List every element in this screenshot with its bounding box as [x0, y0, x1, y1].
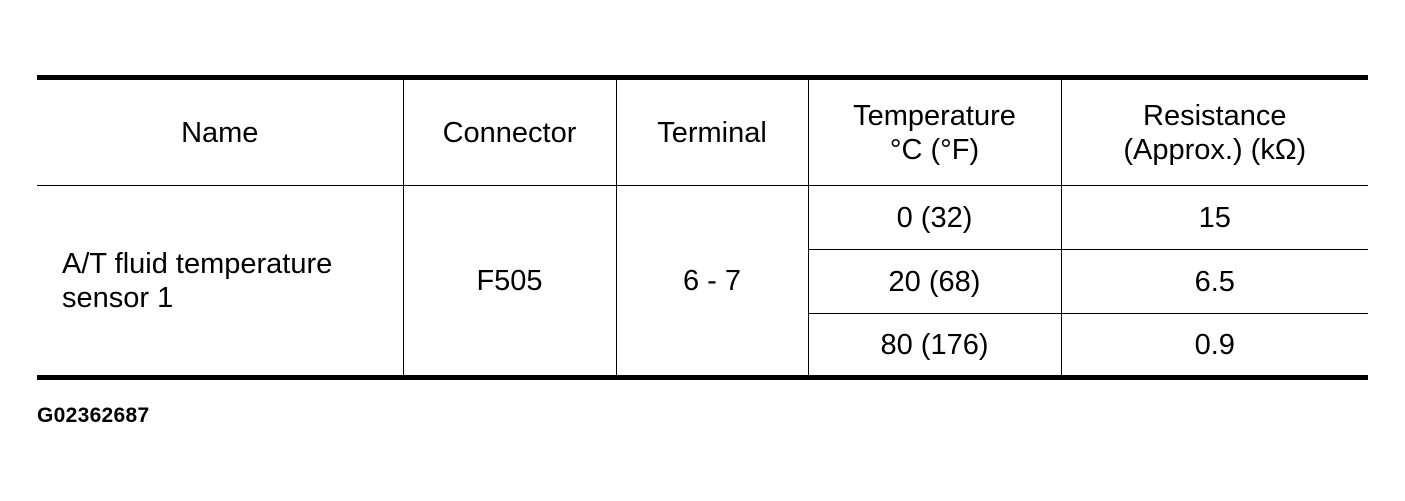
resistance-cell: 15 — [1060, 185, 1368, 250]
header-temperature: Temperature °C (°F) — [807, 77, 1062, 186]
header-terminal-label: Terminal — [657, 116, 767, 149]
header-name-label: Name — [181, 116, 259, 149]
component-name-line1: A/T fluid temperature — [62, 247, 333, 280]
resistance-value: 0.9 — [1194, 328, 1235, 361]
header-terminal: Terminal — [615, 77, 809, 186]
connector-value: F505 — [476, 264, 543, 297]
component-connector: F505 — [402, 185, 617, 378]
resistance-cell: 6.5 — [1060, 249, 1368, 314]
temperature-cell: 0 (32) — [807, 185, 1062, 250]
table-row: 20 (68) 6.5 — [37, 249, 1368, 314]
component-name-line2: sensor 1 — [62, 281, 174, 314]
header-temperature-unit: °C (°F) — [889, 133, 980, 166]
header-resistance-unit: (Approx.) (kΩ) — [1123, 133, 1307, 166]
header-name: Name — [37, 77, 404, 186]
header-resistance-label: Resistance — [1143, 99, 1287, 132]
resistance-value: 6.5 — [1194, 265, 1235, 298]
header-connector-label: Connector — [442, 116, 577, 149]
figure-id: G02362687 — [37, 404, 150, 427]
header-row: Name Connector Terminal Temperature °C (… — [37, 77, 1368, 186]
component-name: A/T fluid temperature sensor 1 — [37, 185, 404, 378]
temperature-value: 80 (176) — [880, 328, 989, 361]
resistance-cell: 0.9 — [1060, 313, 1368, 378]
sensor-spec-table: Name Connector Terminal Temperature °C (… — [37, 75, 1368, 380]
terminal-value: 6 - 7 — [682, 264, 742, 297]
header-resistance: Resistance (Approx.) (kΩ) — [1060, 77, 1368, 186]
resistance-value: 15 — [1198, 201, 1231, 234]
temperature-value: 20 (68) — [888, 265, 981, 298]
header-temperature-label: Temperature — [853, 99, 1016, 132]
header-connector: Connector — [402, 77, 617, 186]
temperature-cell: 80 (176) — [808, 313, 1062, 378]
temperature-value: 0 (32) — [896, 201, 973, 234]
component-terminal: 6 - 7 — [615, 185, 809, 378]
table-row: 80 (176) 0.9 — [37, 313, 1368, 378]
temperature-cell: 20 (68) — [808, 249, 1062, 314]
table-row: A/T fluid temperature sensor 1 F505 6 - … — [37, 185, 1368, 378]
